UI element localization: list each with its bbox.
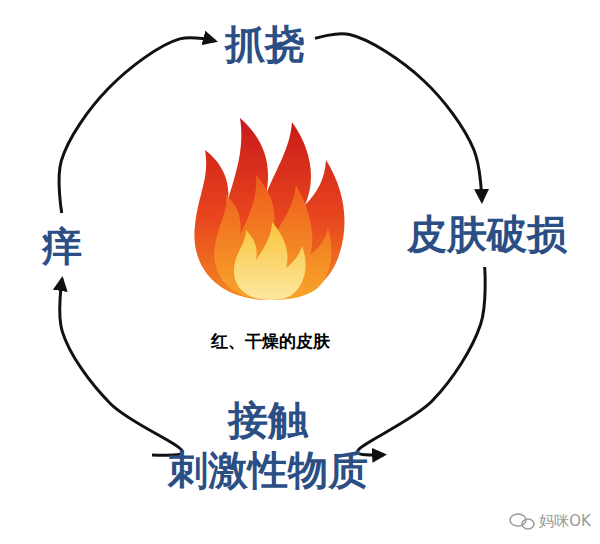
cycle-step: 痒 (38, 219, 86, 273)
cycle-arrow (357, 267, 485, 455)
cycle-step: 抓挠 (221, 17, 309, 71)
center-caption: 红、干燥的皮肤 (211, 330, 330, 353)
cycle-step: 接触 刺激性物质 (158, 393, 378, 497)
step-text: 抓挠 (225, 19, 305, 69)
watermark-icon (510, 514, 534, 529)
cycle-arrow (315, 34, 482, 201)
step-text: 痒 (42, 221, 82, 271)
cycle-arrow (59, 38, 215, 213)
watermark: 妈咪OK (539, 512, 591, 531)
cycle-arrow (60, 279, 183, 455)
cycle-step: 皮肤破损 (403, 207, 571, 261)
flame (194, 118, 344, 300)
step-text: 皮肤破损 (407, 209, 567, 259)
step-text: 接触 刺激性物质 (162, 395, 374, 495)
